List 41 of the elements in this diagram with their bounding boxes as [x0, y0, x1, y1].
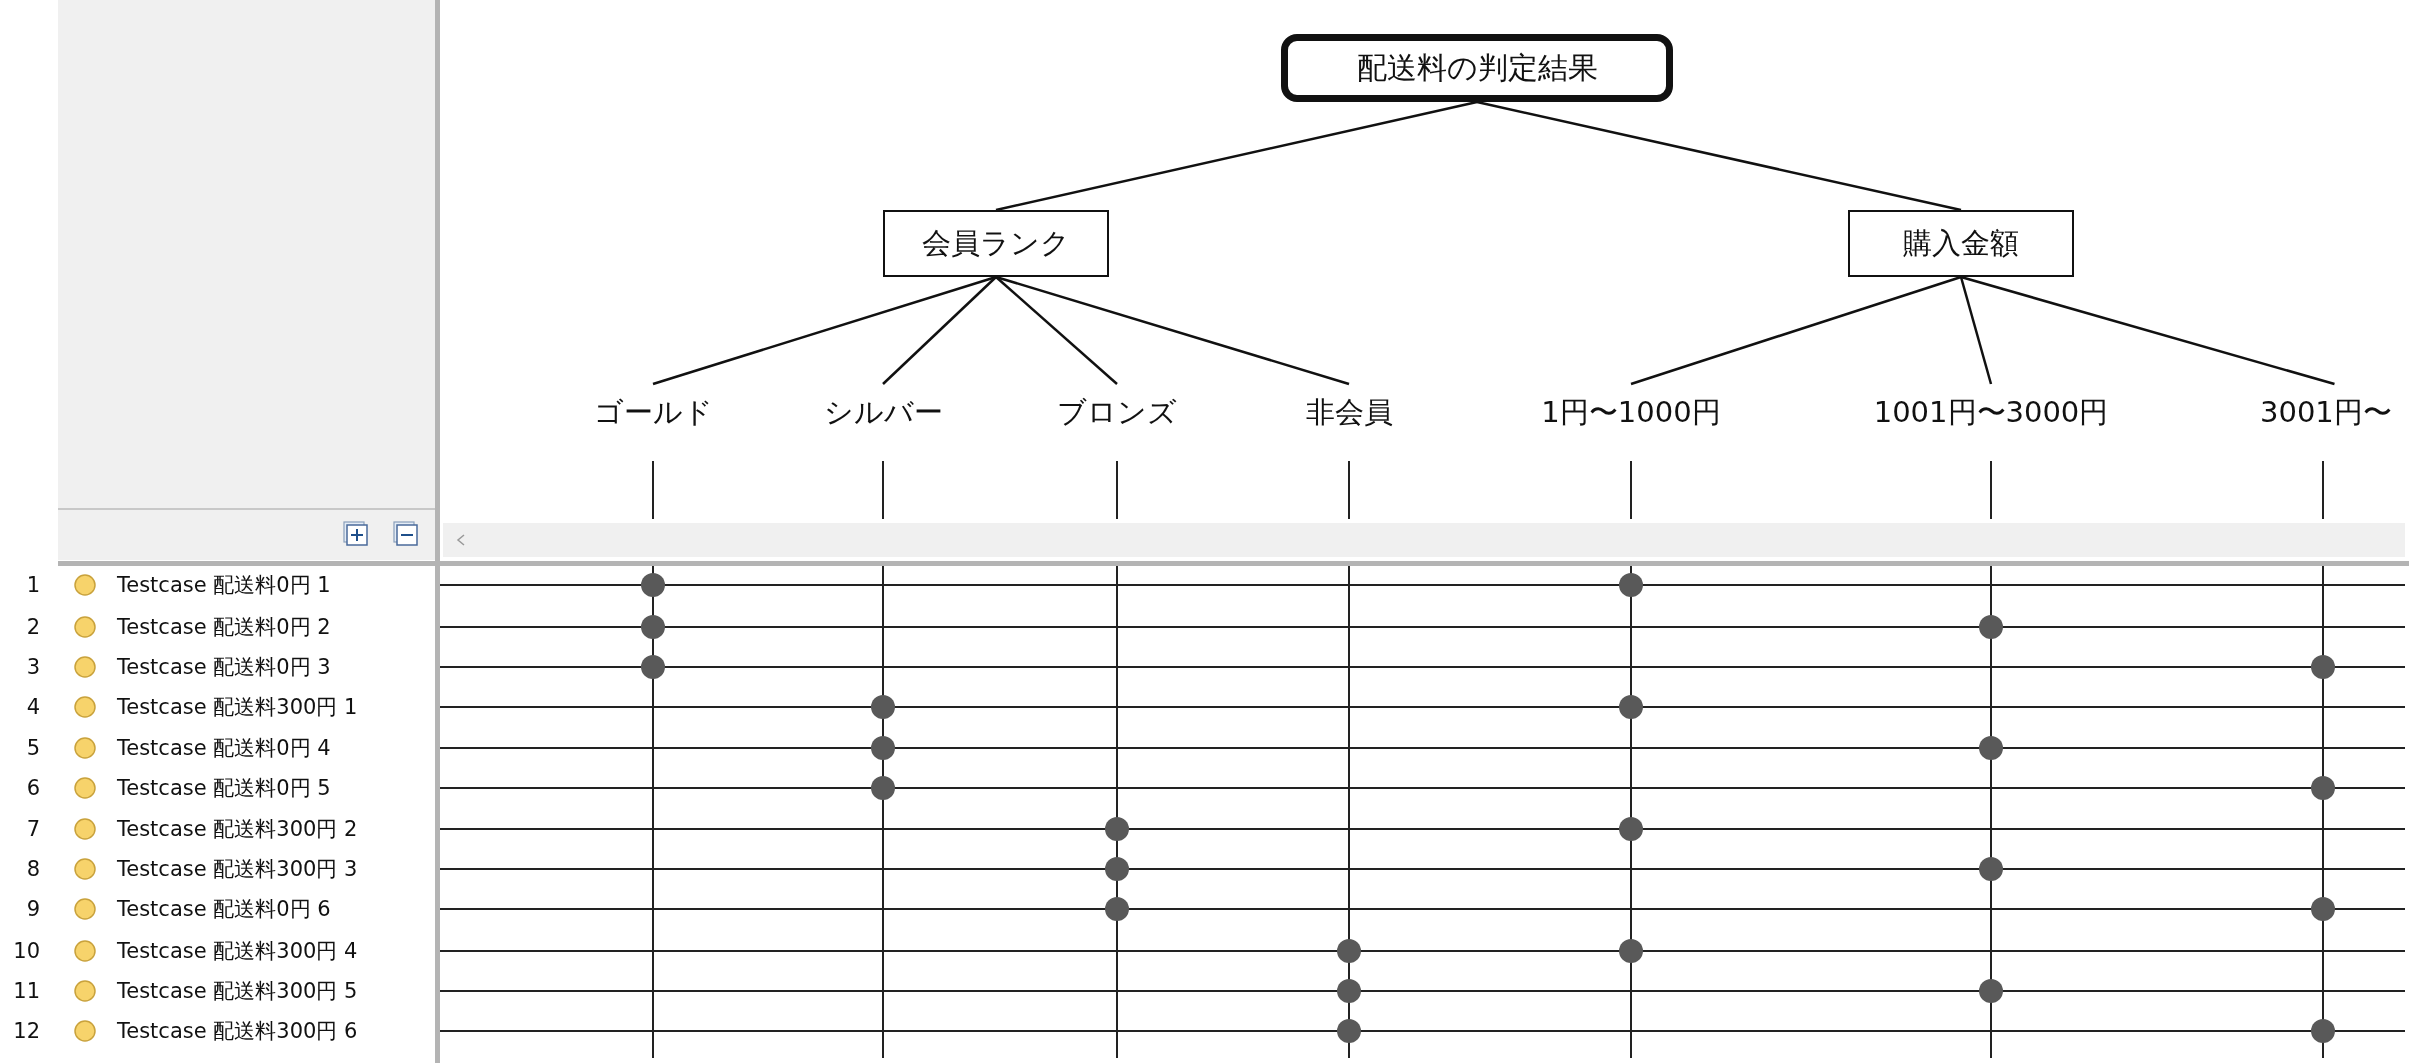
test-case-label: Testcase 配送料0円 6	[117, 896, 331, 922]
test-case-label: Testcase 配送料300円 1	[117, 694, 358, 720]
test-case-label: Testcase 配送料300円 5	[117, 978, 358, 1004]
test-case-label: Testcase 配送料0円 4	[117, 735, 331, 761]
connector-line	[995, 276, 1118, 385]
row-number: 1	[26, 572, 40, 598]
test-case-label: Testcase 配送料0円 1	[117, 572, 331, 598]
row-number: 4	[26, 694, 40, 720]
row-number: 10	[13, 938, 40, 964]
class-label: 1円〜1000円	[1536, 392, 1726, 434]
class-label: 非会員	[1289, 392, 1409, 434]
class-label: 3001円〜	[2260, 392, 2409, 434]
row-number: 11	[13, 978, 40, 1004]
row-number: 8	[26, 856, 40, 882]
class-label: ゴールド	[583, 392, 723, 434]
test-case-label: Testcase 配送料300円 3	[117, 856, 358, 882]
connector-line	[1960, 275, 2335, 386]
class-label: ブロンズ	[1047, 392, 1187, 434]
connector-line	[882, 276, 997, 385]
test-case-label: Testcase 配送料0円 3	[117, 654, 331, 680]
root-box: 配送料の判定結果	[1281, 34, 1673, 102]
row-number: 7	[26, 816, 40, 842]
test-case-label: Testcase 配送料0円 2	[117, 614, 331, 640]
class-box: 会員ランク	[883, 210, 1109, 277]
test-case-label: Testcase 配送料300円 4	[117, 938, 358, 964]
test-case-label: Testcase 配送料0円 5	[117, 775, 331, 801]
row-number: 12	[13, 1018, 40, 1044]
row-number: 2	[26, 614, 40, 640]
connector-line	[995, 100, 1478, 212]
connector-line	[1959, 276, 1993, 385]
row-number: 6	[26, 775, 40, 801]
row-number: 9	[26, 896, 40, 922]
connector-line	[1630, 275, 1962, 386]
row-number: 3	[26, 654, 40, 680]
test-case-label: Testcase 配送料300円 2	[117, 816, 358, 842]
class-label: シルバー	[813, 392, 953, 434]
class-box: 購入金額	[1848, 210, 2074, 277]
row-number: 5	[26, 735, 40, 761]
connector-line	[1476, 100, 1962, 212]
test-case-label: Testcase 配送料300円 6	[117, 1018, 358, 1044]
class-label: 1001円〜3000円	[1876, 392, 2106, 434]
